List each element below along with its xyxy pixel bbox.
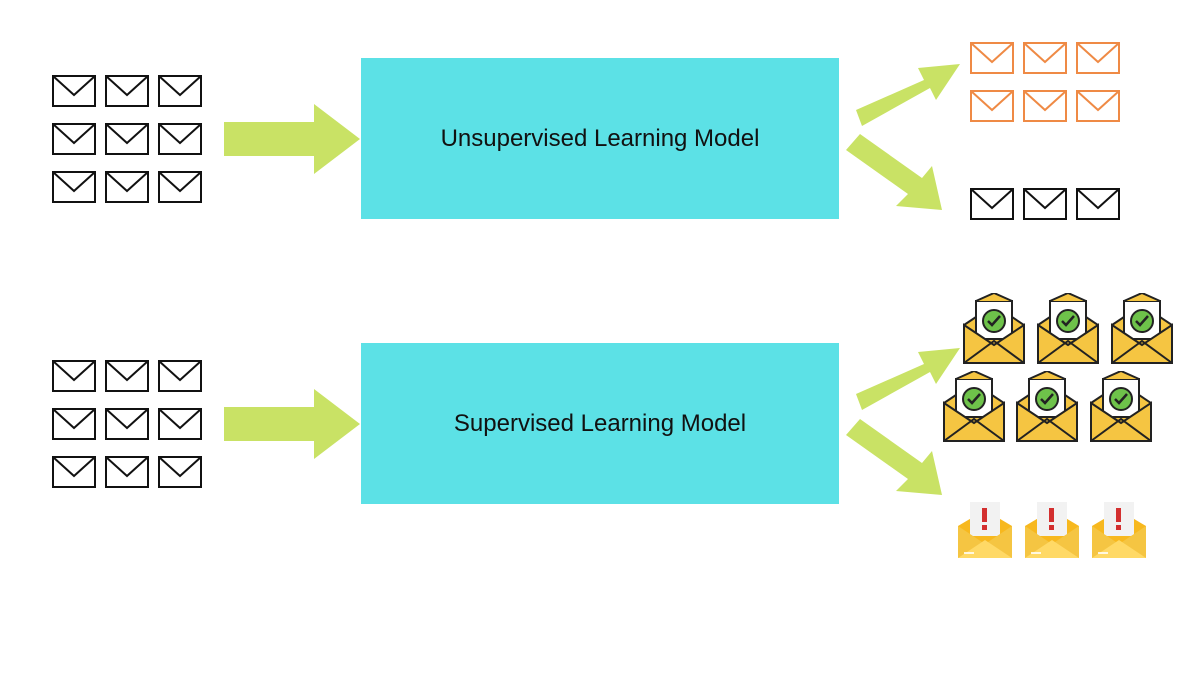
verified-mail-icon <box>962 293 1026 365</box>
output-arrow-up-icon <box>856 64 960 126</box>
envelope-grid <box>52 360 202 488</box>
envelope-icon <box>105 75 149 107</box>
alert-mail-icon <box>1025 502 1079 558</box>
input-arrow-icon <box>224 104 360 174</box>
output-arrow-down-icon <box>846 419 942 495</box>
output-arrow-up-icon <box>856 348 960 410</box>
alert-mail-group <box>958 502 1146 558</box>
envelope-icon <box>52 123 96 155</box>
envelope-icon <box>970 90 1014 122</box>
envelope-icon <box>970 42 1014 74</box>
unsupervised-cluster-orange <box>970 42 1122 124</box>
envelope-icon <box>52 360 96 392</box>
verified-mail-icon <box>1110 293 1174 365</box>
supervised-model-box: Supervised Learning Model <box>361 343 839 504</box>
envelope-icon <box>1076 90 1120 122</box>
envelope-icon <box>52 456 96 488</box>
alert-mail-icon <box>1092 502 1146 558</box>
envelope-grid <box>52 75 202 203</box>
envelope-icon <box>1023 188 1067 220</box>
envelope-icon <box>105 360 149 392</box>
envelope-row-black <box>970 188 1120 220</box>
envelope-icon <box>52 75 96 107</box>
envelope-icon <box>158 408 202 440</box>
supervised-model-label: Supervised Learning Model <box>453 409 747 437</box>
envelope-icon <box>1023 90 1067 122</box>
envelope-icon <box>1076 188 1120 220</box>
envelope-icon <box>52 408 96 440</box>
envelope-icon <box>158 360 202 392</box>
envelope-icon <box>970 188 1014 220</box>
unsupervised-input-emails <box>52 75 204 205</box>
unsupervised-model-box: Unsupervised Learning Model <box>361 58 839 219</box>
alert-mail-icon <box>958 502 1012 558</box>
envelope-icon <box>105 408 149 440</box>
envelope-icon <box>158 171 202 203</box>
envelope-icon <box>158 75 202 107</box>
envelope-icon <box>52 171 96 203</box>
envelope-icon <box>105 171 149 203</box>
output-arrow-down-icon <box>846 134 942 210</box>
supervised-input-emails <box>52 360 204 490</box>
verified-mail-icon <box>1015 371 1079 443</box>
verified-mail-group <box>942 293 1174 443</box>
envelope-icon <box>158 123 202 155</box>
unsupervised-model-label: Unsupervised Learning Model <box>440 124 760 152</box>
envelope-icon <box>105 456 149 488</box>
input-arrow-icon <box>224 389 360 459</box>
supervised-legit-emails <box>940 293 1180 445</box>
verified-mail-icon <box>1089 371 1153 443</box>
unsupervised-cluster-black <box>970 188 1122 222</box>
envelope-icon <box>158 456 202 488</box>
envelope-icon <box>1023 42 1067 74</box>
envelope-icon <box>105 123 149 155</box>
verified-mail-icon <box>942 371 1006 443</box>
supervised-spam-emails <box>956 502 1156 562</box>
envelope-grid-orange <box>970 42 1120 122</box>
verified-mail-icon <box>1036 293 1100 365</box>
envelope-icon <box>1076 42 1120 74</box>
